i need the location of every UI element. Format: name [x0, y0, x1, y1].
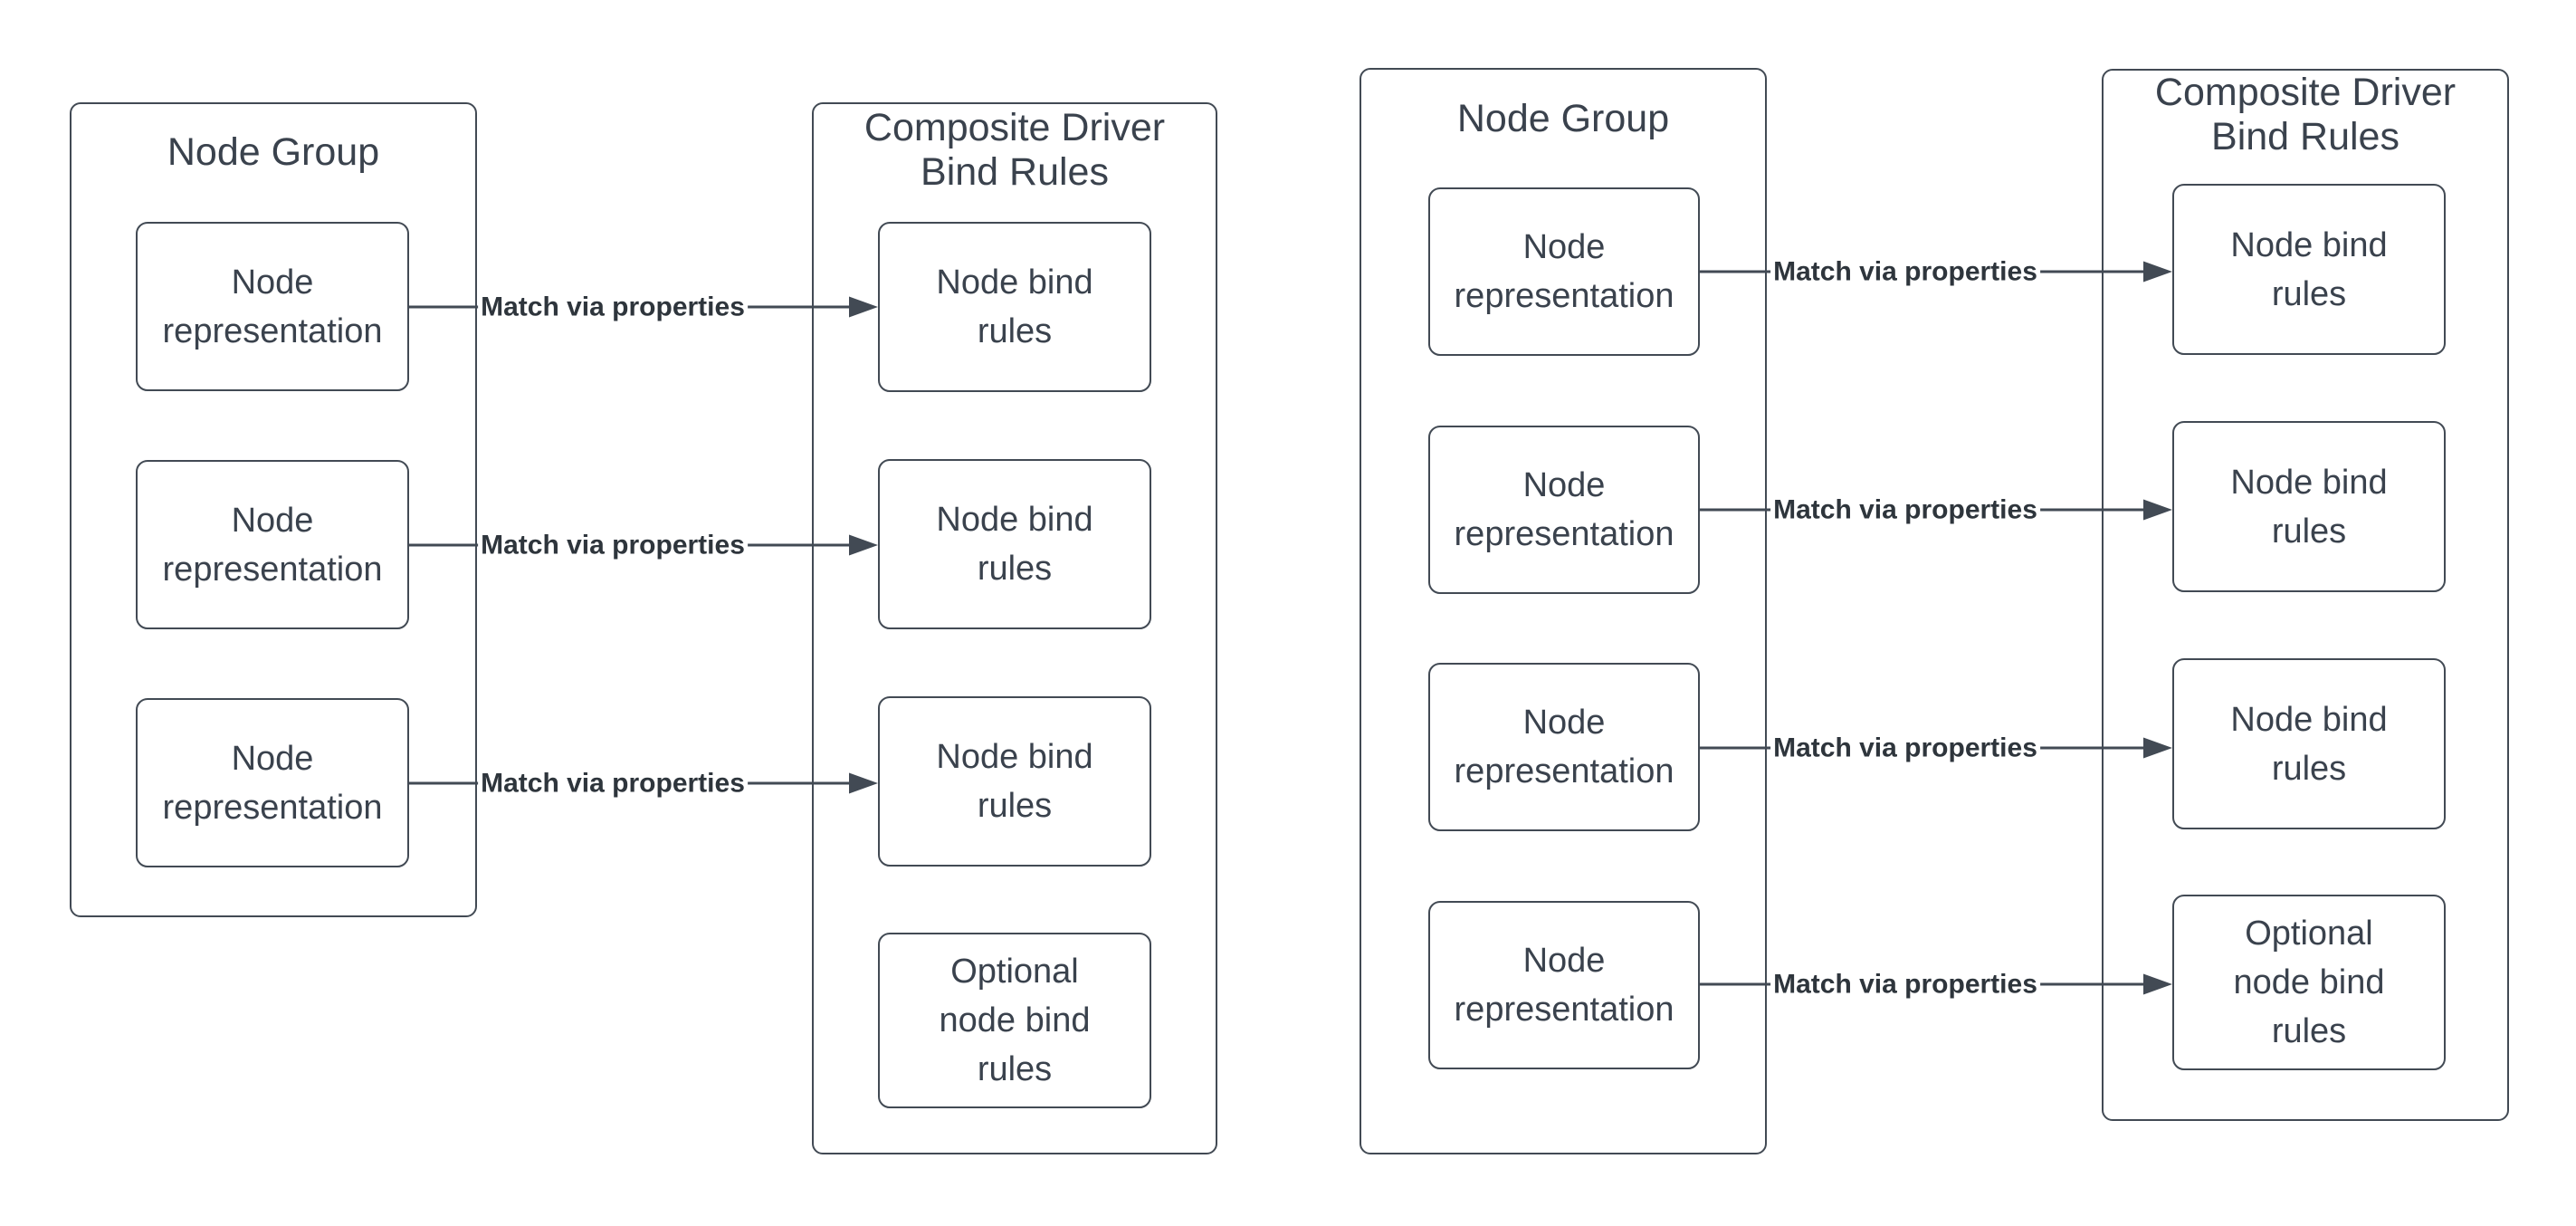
arrow-label: Match via properties — [478, 524, 748, 566]
node-group-title: Node Group — [167, 130, 380, 174]
node-bind-rules-box: Node bind rules — [878, 459, 1151, 629]
node-bind-rules-box: Node bind rules — [878, 222, 1151, 392]
node-representation-label: Node representation — [162, 263, 383, 350]
arrow-label: Match via properties — [478, 762, 748, 804]
node-representation-box: Node representation — [1428, 901, 1700, 1069]
arrow-label: Match via properties — [1770, 251, 2040, 292]
composite-bind-rules-container — [812, 102, 1217, 1154]
optional-node-bind-rules-box: Optional node bind rules — [878, 933, 1151, 1108]
node-group-container — [1360, 68, 1767, 1154]
arrow-head-icon — [2143, 973, 2172, 995]
node-bind-rules-box: Node bind rules — [2172, 421, 2446, 592]
optional-node-bind-rules-box: Optional node bind rules — [2172, 895, 2446, 1070]
node-bind-rules-label: Node bind rules — [936, 738, 1093, 825]
node-bind-rules-box: Node bind rules — [878, 696, 1151, 867]
node-bind-rules-label: Node bind rules — [2230, 225, 2388, 313]
node-bind-rules-box: Node bind rules — [2172, 658, 2446, 829]
arrow-label: Match via properties — [1770, 727, 2040, 769]
arrow-head-icon — [849, 534, 878, 556]
node-bind-rules-label: Node bind rules — [2230, 700, 2388, 788]
node-bind-rules-label: Node bind rules — [2230, 463, 2388, 551]
arrow-head-icon — [2143, 499, 2172, 521]
composite-bind-rules-container — [2102, 69, 2509, 1121]
node-representation-box: Node representation — [136, 222, 409, 391]
node-representation-label: Node representation — [162, 501, 383, 589]
node-bind-rules-label: Node bind rules — [936, 501, 1093, 588]
arrow-head-icon — [2143, 737, 2172, 759]
node-representation-label: Node representation — [1454, 228, 1674, 315]
composite-bind-rules-title: Composite Driver Bind Rules — [863, 106, 1166, 194]
node-representation-label: Node representation — [1454, 704, 1674, 790]
arrow-label: Match via properties — [478, 286, 748, 328]
node-group-title: Node Group — [1456, 97, 1670, 140]
optional-node-bind-rules-label: Optional node bind rules — [939, 953, 1091, 1088]
optional-node-bind-rules-label: Optional node bind rules — [2233, 915, 2385, 1050]
arrow-head-icon — [849, 296, 878, 318]
arrow-head-icon — [2143, 261, 2172, 283]
node-bind-rules-label: Node bind rules — [936, 263, 1093, 350]
composite-bind-rules-title: Composite Driver Bind Rules — [2154, 71, 2457, 158]
node-representation-label: Node representation — [1454, 942, 1674, 1029]
node-bind-rules-box: Node bind rules — [2172, 184, 2446, 355]
node-representation-box: Node representation — [136, 698, 409, 867]
node-representation-label: Node representation — [162, 739, 383, 827]
node-representation-label: Node representation — [1454, 466, 1674, 553]
node-group-container — [70, 102, 477, 917]
arrow-head-icon — [849, 772, 878, 794]
arrow-label: Match via properties — [1770, 489, 2040, 531]
node-representation-box: Node representation — [1428, 426, 1700, 594]
node-representation-box: Node representation — [136, 460, 409, 629]
node-representation-box: Node representation — [1428, 663, 1700, 831]
arrow-label: Match via properties — [1770, 963, 2040, 1005]
